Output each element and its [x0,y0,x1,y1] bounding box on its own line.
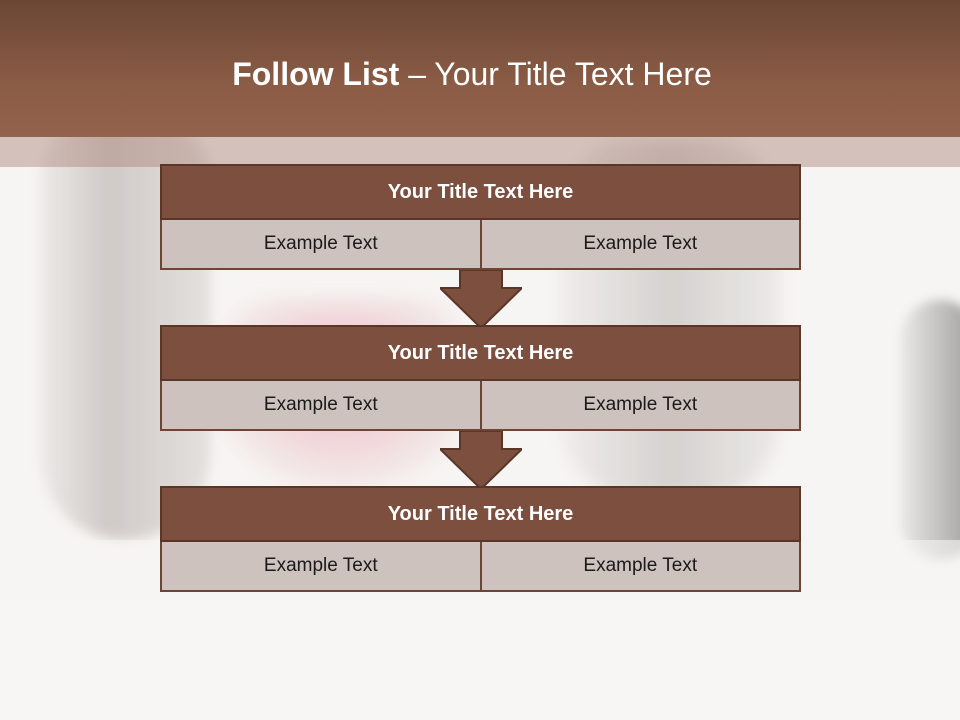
header-bar [0,0,960,137]
block-cell-left: Example Text [160,381,482,431]
down-arrow-icon [440,270,522,328]
block-cell-left: Example Text [160,220,482,270]
slide-title-rest: – Your Title Text Here [408,56,712,92]
block-title: Your Title Text Here [160,325,801,381]
slide-title-bold: Follow List [232,56,400,92]
block-cell-right: Example Text [479,381,801,431]
block-cell-right: Example Text [479,542,801,592]
block-row: Example Text Example Text [160,220,801,270]
follow-block-1: Your Title Text Here Example Text Exampl… [160,164,801,270]
block-cell-right: Example Text [479,220,801,270]
slide-title: Follow List – Your Title Text Here [0,56,944,93]
follow-block-3: Your Title Text Here Example Text Exampl… [160,486,801,592]
follow-block-2: Your Title Text Here Example Text Exampl… [160,325,801,431]
block-row: Example Text Example Text [160,542,801,592]
block-cell-left: Example Text [160,542,482,592]
header-strip [0,137,960,167]
down-arrow-icon [440,431,522,489]
block-row: Example Text Example Text [160,381,801,431]
block-title: Your Title Text Here [160,486,801,542]
block-title: Your Title Text Here [160,164,801,220]
background-brush-right [900,300,960,560]
